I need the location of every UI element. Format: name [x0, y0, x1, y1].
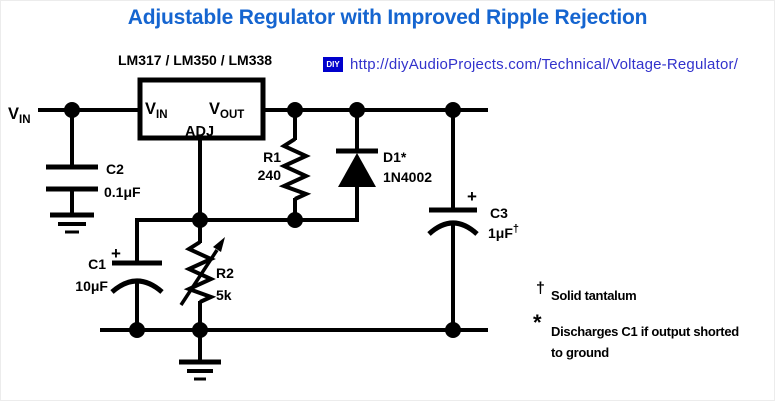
page-title: Adjustable Regulator with Improved Rippl… — [127, 6, 648, 29]
r2-arrow-head — [213, 237, 225, 252]
d1-value-label: 1N4002 — [383, 169, 432, 185]
c1-plate-curved — [110, 278, 164, 294]
r1-value-label: 240 — [258, 167, 282, 183]
r1-zigzag — [278, 137, 312, 201]
c3-value-label: 1μF† — [488, 223, 519, 241]
junction-dot — [349, 102, 365, 118]
diode-d1: D1* 1N4002 — [336, 148, 432, 187]
junction-dots — [64, 102, 461, 338]
note-asterisk-text-line2: to ground — [551, 345, 609, 360]
junction-dot — [445, 102, 461, 118]
url-link[interactable]: http://diyAudioProjects.com/Technical/Vo… — [350, 56, 739, 73]
regulator-chip-label: LM317 / LM350 / LM338 — [118, 52, 273, 68]
junction-dot — [287, 102, 303, 118]
junction-dot — [445, 322, 461, 338]
c1-plus-sign: + — [111, 244, 121, 263]
c3-plus-sign: + — [467, 187, 477, 206]
capacitor-c2: C2 0.1μF — [46, 161, 141, 200]
capacitor-c3: + C3 1μF† — [427, 187, 519, 241]
wires — [38, 108, 488, 360]
footnotes: † Solid tantalum * Discharges C1 if outp… — [533, 280, 740, 360]
rheostat-r2: R2 5k — [179, 237, 234, 306]
ground-symbol-r2 — [179, 359, 221, 381]
junction-dot — [129, 322, 145, 338]
c3-plate-curved — [427, 220, 479, 236]
ground-symbol-c2 — [50, 212, 94, 234]
pin-label-adj: ADJ — [185, 124, 214, 140]
junction-dot — [64, 102, 80, 118]
pin-label-vin: VIN — [145, 100, 168, 121]
diode-triangle — [338, 153, 376, 187]
r1-ref-label: R1 — [263, 149, 281, 165]
c3-ref-label: C3 — [490, 205, 508, 221]
diy-badge: DIY — [323, 57, 343, 72]
r2-value-label: 5k — [216, 287, 232, 303]
note-asterisk-marker: * — [533, 310, 542, 335]
note-dagger-text: Solid tantalum — [551, 288, 636, 303]
junction-dot — [192, 322, 208, 338]
r2-ref-label: R2 — [216, 265, 234, 281]
r2-arrow-shaft — [179, 249, 219, 306]
c1-ref-label: C1 — [88, 256, 106, 272]
resistor-r1: R1 240 — [258, 137, 312, 201]
junction-dot — [287, 212, 303, 228]
c2-value-label: 0.1μF — [104, 184, 141, 200]
r2-zigzag — [183, 240, 217, 304]
vin-terminal-label: VIN — [8, 105, 31, 126]
pin-label-vout: VOUT — [209, 100, 244, 121]
regulator-box — [137, 77, 266, 141]
c2-ref-label: C2 — [106, 161, 124, 177]
d1-ref-label: D1* — [383, 149, 407, 165]
note-asterisk-text-line1: Discharges C1 if output shorted — [551, 324, 739, 339]
capacitor-c1: + C1 10μF — [75, 244, 164, 294]
note-dagger-marker: † — [536, 280, 545, 297]
junction-dot — [192, 212, 208, 228]
c1-value-label: 10μF — [75, 278, 108, 294]
